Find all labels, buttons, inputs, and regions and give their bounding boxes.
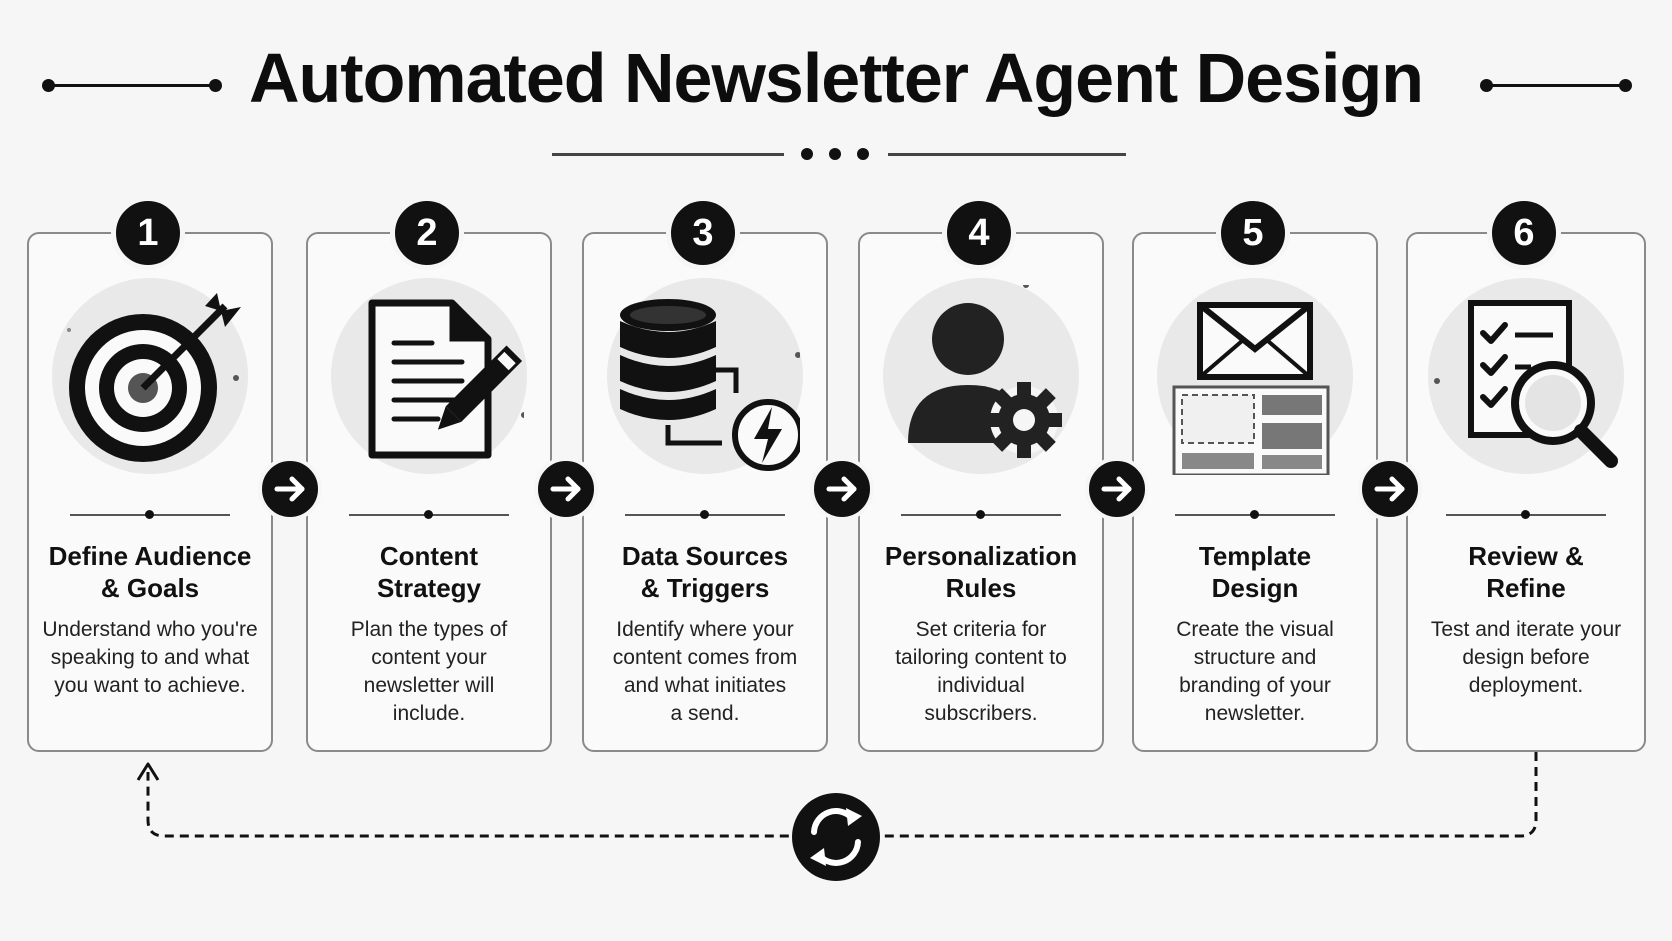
step-title-line: Strategy: [376, 573, 482, 603]
desc-line: design before: [1462, 646, 1590, 669]
desc-line: tailoring content to: [895, 646, 1067, 669]
step-divider: [625, 510, 785, 519]
step-title: Define Audience & Goals: [35, 540, 265, 604]
desc-line: speaking to and what: [50, 646, 250, 669]
arrow-right-icon: [534, 457, 598, 521]
desc-line: structure and: [1193, 646, 1317, 669]
desc-line: Identify where your: [616, 618, 794, 641]
step-title-line: Review &: [1468, 541, 1584, 571]
desc-line: newsletter.: [1204, 702, 1306, 725]
step-title-line: & Goals: [100, 573, 200, 603]
step-description: Plan the types of content your newslette…: [319, 616, 539, 728]
step-title-line: Content: [379, 541, 479, 571]
desc-line: deployment.: [1468, 674, 1584, 697]
step-title-line: Data Sources: [621, 541, 789, 571]
feedback-loop: [136, 752, 1538, 881]
step-number-badge: 5: [1216, 196, 1290, 270]
step-divider: [1175, 510, 1335, 519]
desc-line: and what initiates: [623, 674, 787, 697]
step-title-line: & Triggers: [640, 573, 770, 603]
step-title-line: Refine: [1486, 573, 1566, 603]
desc-line: branding of your: [1179, 674, 1331, 697]
title-row: Automated Newsletter Agent Design: [0, 30, 1672, 130]
user-gear-icon: [908, 285, 1062, 458]
step-number-badge: 1: [111, 196, 185, 270]
document-pen-icon: [368, 299, 524, 459]
desc-line: subscribers.: [924, 702, 1038, 725]
step-number-badge: 4: [942, 196, 1016, 270]
desc-line: newsletter will: [363, 674, 495, 697]
arrow-right-icon: [1085, 457, 1149, 521]
desc-line: content your: [371, 646, 487, 669]
step-description: Set criteria for tailoring content to in…: [871, 616, 1091, 728]
arrow-right-icon: [810, 457, 874, 521]
step-title-line: Template: [1198, 541, 1312, 571]
step-divider: [349, 510, 509, 519]
step-number-badge: 2: [390, 196, 464, 270]
step-divider: [1446, 510, 1606, 519]
subtitle-rule-left: [552, 153, 784, 156]
step-title: Template Design: [1140, 540, 1370, 604]
step-title: Content Strategy: [314, 540, 544, 604]
subtitle-rule-right: [888, 153, 1126, 156]
desc-line: Plan the types of: [350, 618, 508, 641]
step-title-line: Define Audience: [48, 541, 252, 571]
desc-line: Test and iterate your: [1430, 618, 1622, 641]
title-left-rule: [42, 79, 222, 92]
arrow-right-icon: [258, 457, 322, 521]
step-title-line: Personalization: [884, 541, 1078, 571]
desc-line: Understand who you're: [42, 618, 258, 641]
desc-line: content comes from: [612, 646, 798, 669]
step-description: Create the visual structure and branding…: [1145, 616, 1365, 728]
checklist-magnifier-icon: [1434, 300, 1618, 468]
step-number-badge: 3: [666, 196, 740, 270]
step-divider: [70, 510, 230, 519]
step-title-line: Design: [1211, 573, 1299, 603]
desc-line: Set criteria for: [915, 618, 1047, 641]
page-title: Automated Newsletter Agent Design: [248, 39, 1424, 117]
desc-line: a send.: [670, 702, 740, 725]
email-template-icon: [1172, 302, 1330, 475]
step-number-badge: 6: [1487, 196, 1561, 270]
target-icon: [67, 293, 241, 462]
title-right-rule: [1480, 79, 1632, 92]
arrow-right-icon: [1358, 457, 1422, 521]
step-title: Review & Refine: [1411, 540, 1641, 604]
desc-line: Create the visual: [1176, 618, 1334, 641]
step-description: Test and iterate your design before depl…: [1416, 616, 1636, 700]
step-title-line: Rules: [945, 573, 1017, 603]
step-description: Identify where your content comes from a…: [595, 616, 815, 728]
desc-line: you want to achieve.: [54, 674, 246, 697]
database-trigger-icon: [620, 299, 800, 471]
step-title: Data Sources & Triggers: [590, 540, 820, 604]
desc-line: individual: [937, 674, 1025, 697]
desc-line: include.: [392, 702, 466, 725]
step-divider: [901, 510, 1061, 519]
refresh-cycle-icon: [792, 793, 880, 881]
step-description: Understand who you're speaking to and wh…: [40, 616, 260, 700]
subtitle-dots: [795, 148, 875, 162]
step-title: Personalization Rules: [866, 540, 1096, 604]
